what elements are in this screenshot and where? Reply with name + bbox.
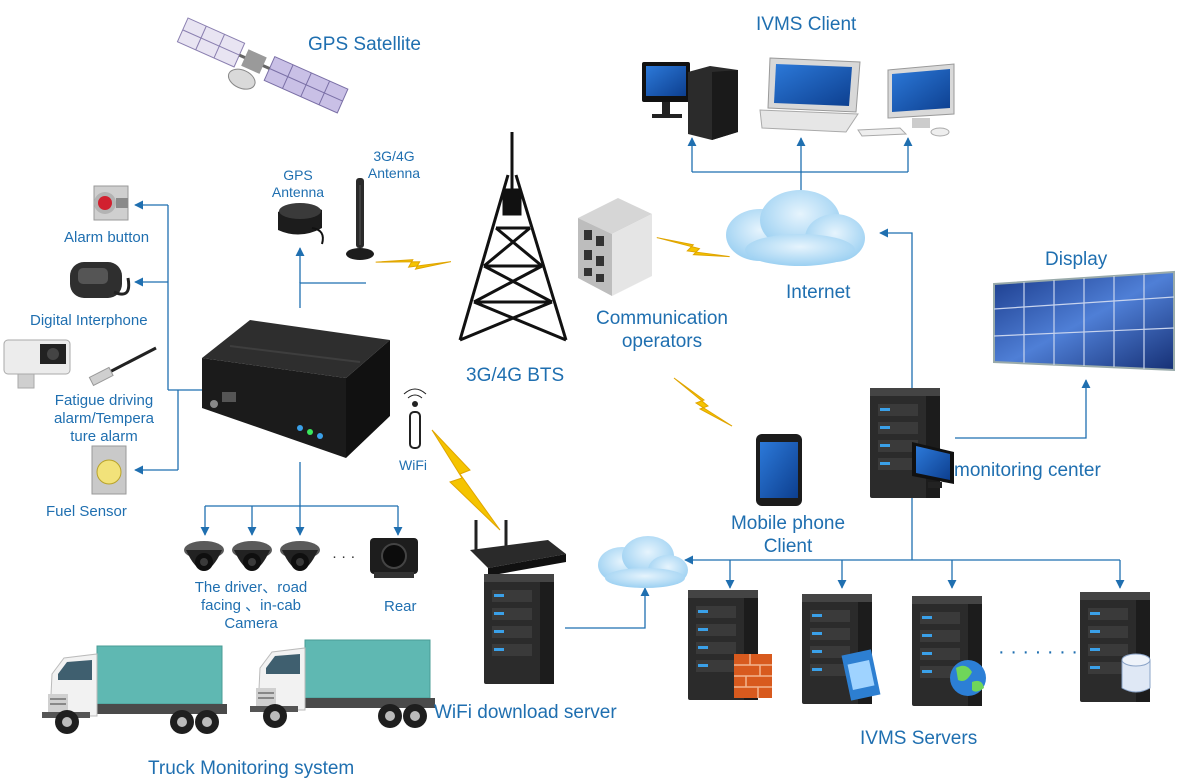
dome-camera-icon: [232, 541, 272, 571]
firewall-icon: [734, 654, 772, 698]
label-fatigue-alarm: Fatigue driving alarm/Tempera ture alarm: [40, 392, 168, 446]
label-line: Fatigue driving: [54, 392, 154, 409]
line-center-to-display: [955, 379, 1091, 439]
server-ellipsis: · · · · · · ·: [998, 641, 1078, 663]
connectors: [134, 137, 1125, 629]
label-wifi: WiFi: [399, 457, 427, 473]
lightning-icon: [656, 212, 731, 282]
fuel-sensor-icon: [91, 445, 127, 495]
diagram-title: Truck Monitoring system: [148, 758, 355, 779]
laptop-icon: [759, 57, 861, 133]
label-cameras: The driver、road facing 、in-cab Camera: [186, 579, 316, 633]
camera-ellipsis: · · ·: [332, 548, 356, 565]
database-icon: [1121, 653, 1151, 693]
lightning-icon: [375, 224, 452, 300]
label-line: Camera: [224, 615, 278, 632]
operator-building-icon: [578, 198, 652, 296]
temperature-probe-icon: [88, 346, 157, 387]
desktop-computer-icon: [642, 62, 738, 140]
lightning-icon: [431, 429, 501, 531]
label-digital-interphone: Digital Interphone: [30, 312, 148, 329]
label-gps-antenna: GPS Antenna: [268, 167, 328, 201]
video-wall-icon: [993, 270, 1175, 372]
globe-icon: [950, 660, 986, 696]
label-ivms-servers: IVMS Servers: [860, 728, 978, 749]
label-rear-camera: Rear: [384, 598, 417, 615]
label-line: The driver、road: [194, 579, 308, 596]
label-alarm-button: Alarm button: [64, 229, 150, 246]
cloud-icon: [726, 190, 865, 266]
line-center-to-internet: [879, 228, 913, 390]
dome-camera-icon: [184, 541, 224, 571]
gps-antenna-icon: [278, 203, 324, 245]
server-icon: [484, 574, 554, 684]
line-mdvr-to-antennas: [299, 282, 366, 308]
label-wifi-server: WiFi download server: [434, 702, 617, 723]
truck-icon: [249, 639, 436, 729]
rear-camera-icon: [370, 538, 418, 578]
label-line: Antenna: [367, 164, 421, 181]
alarm-button-icon: [93, 185, 129, 221]
dome-camera-icon: [280, 541, 320, 571]
label-bts: 3G/4G BTS: [466, 365, 565, 386]
label-comm-operators: Communication operators: [584, 308, 740, 354]
label-line: facing 、in-cab: [200, 597, 302, 614]
label-ivms-client: IVMS Client: [756, 14, 857, 35]
label-line: Communication: [596, 308, 728, 329]
mdvr-icon: [202, 320, 390, 458]
label-monitoring-center: monitoring center: [954, 460, 1101, 481]
cell-tower-icon: [458, 132, 568, 342]
mobile-phone-icon: [756, 434, 802, 506]
label-line: ture alarm: [70, 428, 138, 445]
truck-icon: [41, 645, 228, 735]
lte-antenna-icon: [346, 178, 374, 260]
interphone-icon: [70, 262, 131, 298]
imac-icon: [857, 63, 955, 137]
fatigue-alarm-icon: [3, 339, 71, 389]
label-line: Client: [763, 535, 813, 557]
cloud-icon: [598, 536, 688, 588]
film-icon: [841, 649, 881, 701]
wifi-antenna-icon: [403, 388, 427, 449]
label-internet: Internet: [786, 282, 851, 303]
label-lte-antenna: 3G/4G Antenna: [362, 148, 426, 182]
label-line: Mobile phone: [730, 513, 846, 534]
label-fuel-sensor: Fuel Sensor: [46, 503, 127, 520]
line-wifi-server-to-cloud: [565, 587, 650, 629]
label-line: alarm/Tempera: [53, 410, 155, 427]
label-line: Antenna: [271, 183, 325, 200]
lightning-icon: [673, 377, 733, 427]
label-line: 3G/4G: [373, 148, 415, 164]
server-icon: [870, 388, 940, 498]
label-display: Display: [1045, 249, 1108, 270]
satellite-icon: [176, 17, 349, 114]
label-line: operators: [621, 330, 703, 352]
label-gps-satellite: GPS Satellite: [308, 34, 421, 55]
wifi-router-icon: [470, 520, 566, 576]
label-line: GPS: [283, 167, 313, 183]
monitor-icon: [912, 442, 954, 488]
label-mobile-client: Mobile phone Client: [716, 513, 860, 559]
